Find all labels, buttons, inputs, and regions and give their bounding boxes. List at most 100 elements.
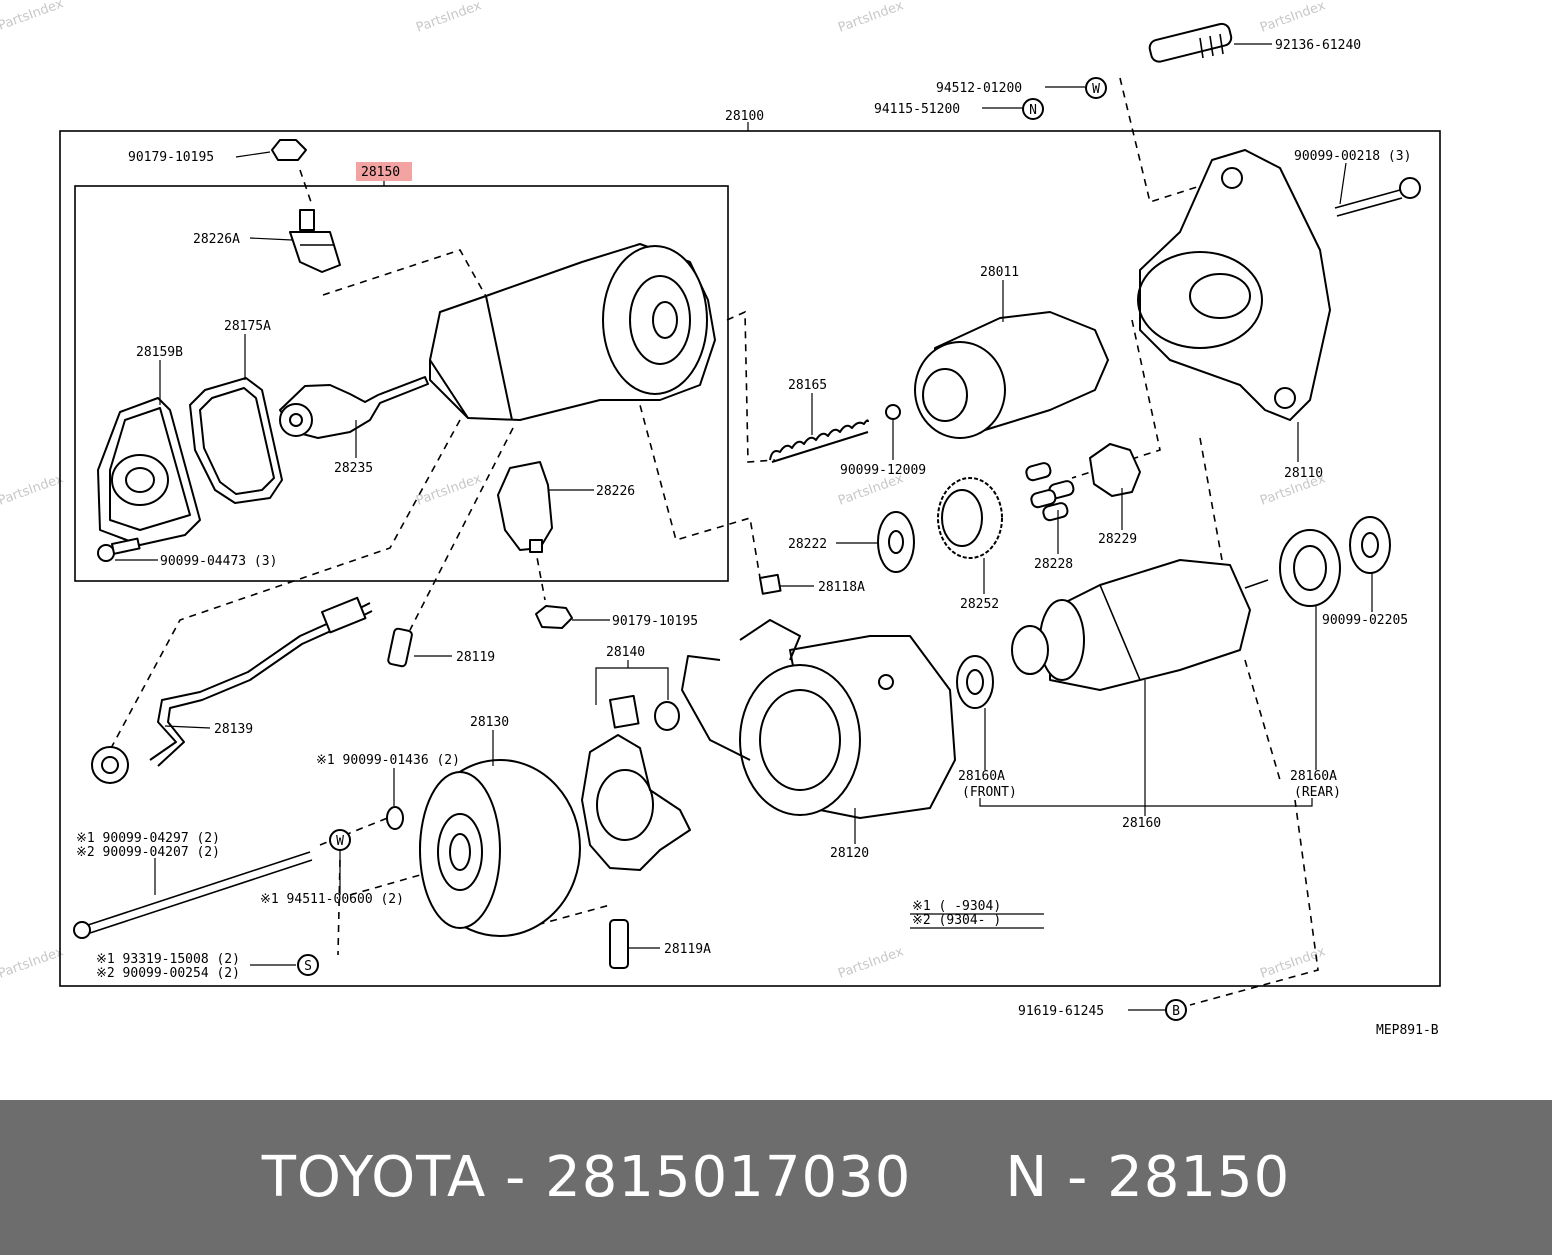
watermark: PartsIndex: [414, 0, 484, 36]
field-frame-28120: [681, 619, 956, 819]
label-90099-12009: 90099-12009: [840, 463, 926, 478]
label-90099-00218: 90099-00218 (3): [1294, 149, 1411, 164]
b-bolt-symbol: [1165, 999, 1187, 1021]
clutch-28011: [914, 311, 1109, 439]
label-28165: 28165: [788, 378, 827, 393]
rollers-28228: [1025, 462, 1075, 522]
bolt-90099-04473: [97, 537, 141, 562]
label-28130: 28130: [470, 715, 509, 730]
retainer-28229: [1089, 443, 1141, 497]
label-28120: 28120: [830, 846, 869, 861]
part-labels: 92136-61240 94512-01200 94115-51200 2810…: [76, 38, 1439, 1038]
watermark: PartsIndex: [0, 944, 66, 982]
label-28160: 28160: [1122, 816, 1161, 831]
n-nut-symbol: [1022, 98, 1044, 120]
terminal-28119a: [609, 919, 629, 969]
label-28235: 28235: [334, 461, 373, 476]
plunger-28235: [279, 376, 429, 439]
washer-90099-02205: [1349, 516, 1391, 574]
o-ring-90099-01436: [386, 806, 404, 830]
w-letter: W: [1092, 82, 1100, 97]
watermark: PartsIndex: [414, 471, 484, 509]
label-28119: 28119: [456, 650, 495, 665]
s-letter: S: [304, 959, 312, 974]
label-90099-04207: ※2 90099-04207 (2): [76, 845, 220, 860]
label-90099-04297: ※1 90099-04297 (2): [76, 831, 220, 846]
label-90179-10195-top: 90179-10195: [128, 150, 214, 165]
label-28119a: 28119A: [664, 942, 711, 957]
stud-92136: [1148, 22, 1233, 63]
insulator-28118a: [759, 573, 782, 595]
label-leaders: [115, 43, 1373, 1011]
diagram-svg: PartsIndex PartsIndex PartsIndex PartsIn…: [0, 0, 1441, 1038]
label-28110: 28110: [1284, 466, 1323, 481]
label-28118a: 28118A: [818, 580, 865, 595]
w-washer-symbol: [1085, 77, 1107, 99]
terminal-28226: [497, 461, 553, 553]
magnetic-switch-housing: [429, 243, 716, 421]
label-28160a-front: 28160A: [958, 769, 1005, 784]
w-washer-symbol: [329, 829, 351, 851]
label-94115-51200: 94115-51200: [874, 102, 960, 117]
note-1: ※1 ( -9304): [912, 899, 1001, 914]
label-28175a: 28175A: [224, 319, 271, 334]
assembly-frame-28100: [59, 130, 1441, 987]
washer-28222: [877, 511, 915, 573]
starter-parts-diagram: PartsIndex PartsIndex PartsIndex PartsIn…: [0, 0, 1441, 1038]
drawing-code: MEP891-B: [1376, 1023, 1439, 1038]
w-letter: W: [336, 834, 344, 849]
label-28139: 28139: [214, 722, 253, 737]
label-28222: 28222: [788, 537, 827, 552]
terminal-28119: [387, 627, 413, 668]
label-28159b: 28159B: [136, 345, 183, 360]
highlight-box: [356, 162, 412, 181]
label-93319-15008: ※1 93319-15008 (2): [96, 952, 240, 967]
label-28226: 28226: [596, 484, 635, 499]
nut-90179-top: [271, 139, 307, 161]
armature-28160: [1011, 559, 1269, 691]
b-letter: B: [1172, 1004, 1180, 1019]
label-94511-00600: ※1 94511-00600 (2): [260, 892, 404, 907]
watermark: PartsIndex: [0, 471, 66, 509]
through-bolt: [73, 851, 313, 939]
note-2: ※2 (9304- ): [912, 913, 1001, 928]
bearing-front: [956, 655, 994, 709]
label-94512-01200: 94512-01200: [936, 81, 1022, 96]
footer-title: TOYOTA - 2815017030 N - 28150: [261, 1145, 1291, 1210]
nut-90179-mid: [535, 605, 573, 629]
label-90179-10195-mid: 90179-10195: [612, 614, 698, 629]
label-28150-highlight: 28150: [361, 165, 400, 180]
label-90099-02205: 90099-02205: [1322, 613, 1408, 628]
ball-90099-12009: [885, 404, 901, 420]
label-92136-61240: 92136-61240: [1275, 38, 1361, 53]
subassembly-frame-28150: [74, 185, 729, 582]
bearing-rear: [1279, 529, 1341, 607]
idler-gear-28252: [937, 477, 1003, 559]
s-screw-symbol: [297, 954, 319, 976]
spring-28165: [769, 419, 869, 463]
label-28229: 28229: [1098, 532, 1137, 547]
lead-wire-28139: [91, 596, 373, 784]
label-28252: 28252: [960, 597, 999, 612]
watermark: PartsIndex: [836, 0, 906, 36]
circled-letters: W N W S B: [297, 77, 1187, 1021]
label-28160a-front-sub: (FRONT): [962, 785, 1017, 800]
label-28011: 28011: [980, 265, 1019, 280]
end-cover-28159b: [97, 397, 201, 546]
label-28160a-rear: 28160A: [1290, 769, 1337, 784]
footer-bar: TOYOTA - 2815017030 N - 28150: [0, 1100, 1552, 1255]
brush-holder-28140: [581, 694, 691, 871]
yoke-28130: [419, 759, 581, 937]
label-28228: 28228: [1034, 557, 1073, 572]
watermark: PartsIndex: [836, 944, 906, 982]
housing-28110: [1137, 149, 1331, 421]
watermark: PartsIndex: [1258, 0, 1328, 36]
label-28100: 28100: [725, 109, 764, 124]
watermark: PartsIndex: [0, 0, 66, 34]
bolt-90099-00218: [1334, 177, 1421, 217]
label-90099-01436: ※1 90099-01436 (2): [316, 753, 460, 768]
label-28226a: 28226A: [193, 232, 240, 247]
label-28160a-rear-sub: (REAR): [1294, 785, 1341, 800]
label-28140: 28140: [606, 645, 645, 660]
terminal-28226a: [289, 209, 341, 273]
